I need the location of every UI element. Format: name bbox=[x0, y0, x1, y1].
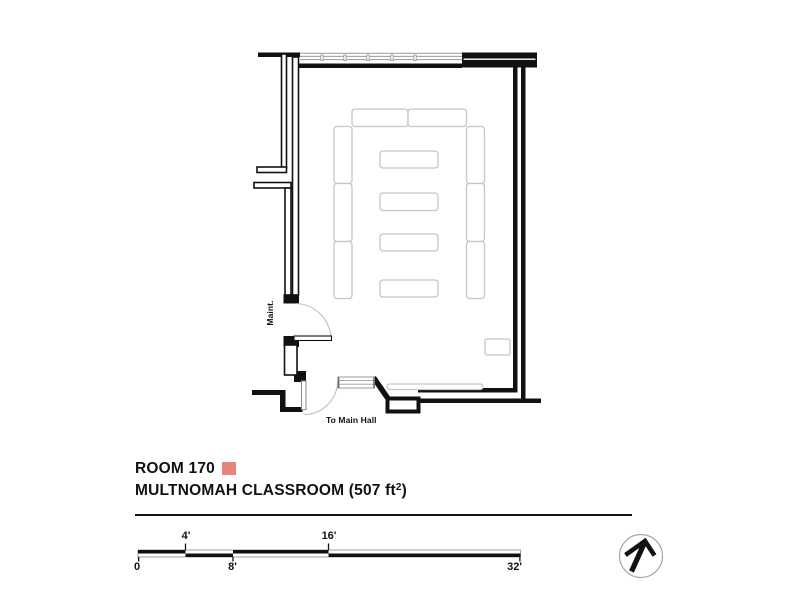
scale-label-8ft: 8' bbox=[228, 560, 237, 573]
wall-lower-left bbox=[283, 344, 298, 376]
entry-sidelite bbox=[337, 376, 375, 389]
entry-door-swing bbox=[303, 380, 339, 416]
wall-corridor-upper-branch bbox=[256, 166, 288, 174]
wall-top-right-core bbox=[463, 58, 536, 60]
room-name-close: ) bbox=[401, 482, 407, 499]
table bbox=[379, 233, 439, 252]
wall-bottom-outer bbox=[418, 398, 541, 403]
wall-vestibule-west bbox=[252, 390, 285, 395]
table bbox=[351, 108, 409, 128]
equipment-box bbox=[484, 338, 511, 356]
window-mullion bbox=[390, 54, 394, 61]
wall-right-outer bbox=[521, 66, 526, 403]
table bbox=[465, 182, 486, 243]
room-title-row: ROOM 170 bbox=[135, 459, 236, 478]
scale-label-4ft: 4' bbox=[181, 529, 191, 542]
hollow-walls bbox=[253, 53, 300, 376]
scale-seg-0-4 bbox=[138, 550, 186, 554]
scale-label-0: 0 bbox=[134, 560, 141, 573]
maint-room-label: Maint. bbox=[265, 300, 275, 326]
scale-seg-4-8 bbox=[185, 553, 233, 557]
wall-top-right bbox=[462, 52, 537, 68]
room-name-text: MULTNOMAH CLASSROOM (507 ft bbox=[135, 482, 396, 499]
wall-bottom-inner bbox=[418, 388, 516, 393]
table bbox=[465, 240, 486, 300]
wall-stub-horizontal bbox=[253, 181, 292, 189]
wall-stub-vertical bbox=[284, 187, 292, 296]
wall-step-block bbox=[294, 371, 306, 382]
window-mullion bbox=[413, 54, 417, 61]
room-color-swatch bbox=[222, 462, 236, 475]
wall-vestibule-down bbox=[280, 390, 286, 412]
table bbox=[379, 150, 439, 169]
north-arrow-icon bbox=[618, 533, 664, 579]
table bbox=[379, 279, 439, 298]
table bbox=[407, 108, 468, 128]
scale-bar bbox=[137, 543, 521, 562]
area-superscript: 2 bbox=[395, 482, 402, 493]
window-mullion bbox=[320, 54, 324, 61]
wall-top-inner bbox=[292, 63, 462, 68]
room-name: MULTNOMAH CLASSROOM (507 ft2) bbox=[135, 481, 407, 502]
maint-door-swing bbox=[296, 302, 332, 338]
window-north bbox=[300, 52, 462, 61]
wall-jamb-above-maint-door bbox=[283, 294, 299, 304]
table bbox=[465, 125, 486, 185]
scale-label-16ft: 16' bbox=[321, 529, 337, 542]
wall-vestibule-bottom bbox=[280, 407, 303, 412]
wall-right-inner bbox=[513, 66, 518, 393]
counter-ledge bbox=[386, 383, 484, 391]
table bbox=[333, 240, 353, 300]
to-main-hall-label: To Main Hall bbox=[326, 414, 377, 425]
wall-jamb-below-maint-door bbox=[283, 336, 299, 347]
title-divider-rule bbox=[135, 514, 632, 516]
window-mullion bbox=[366, 54, 370, 61]
table bbox=[333, 125, 353, 185]
scale-seg-16-32 bbox=[328, 553, 521, 557]
room-number: ROOM 170 bbox=[135, 460, 215, 477]
walls bbox=[252, 52, 541, 412]
north-arrow-shaft bbox=[629, 540, 648, 573]
sidelite-frame bbox=[337, 376, 375, 389]
maint-door-leaf bbox=[293, 335, 333, 342]
wall-top-left bbox=[258, 52, 300, 57]
window-mullion bbox=[343, 54, 347, 61]
table bbox=[379, 192, 439, 212]
furniture bbox=[333, 108, 511, 391]
wall-entry-alcove bbox=[385, 396, 421, 414]
scale-seg-8-16 bbox=[233, 550, 329, 554]
wall-corridor-upper bbox=[280, 53, 288, 169]
north-arrow-head bbox=[624, 537, 657, 557]
entry-door-leaf bbox=[301, 380, 307, 410]
scale-label-32ft: 32' bbox=[507, 560, 522, 573]
doors bbox=[293, 302, 339, 416]
table bbox=[333, 182, 353, 243]
wall-room-left bbox=[291, 56, 300, 296]
